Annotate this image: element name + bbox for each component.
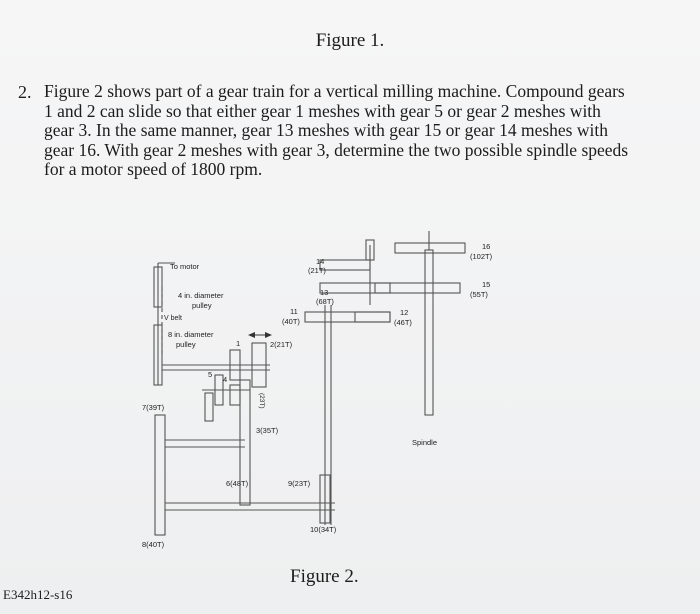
- label-gear-16-num: 16: [482, 242, 490, 251]
- label-gear-11-teeth: (40T): [282, 317, 300, 326]
- label-gear-5: 5: [208, 370, 212, 379]
- arrow-left-icon: [248, 332, 255, 338]
- label-spindle: Spindle: [412, 438, 437, 447]
- label-gear-16-teeth: (102T): [470, 252, 493, 261]
- label-gear-6: 6(48T): [226, 479, 249, 488]
- label-large-pulley: 8 in. diameter: [168, 330, 214, 339]
- gear-1: [229, 349, 241, 381]
- question-number: 2.: [18, 82, 32, 102]
- label-small-pulley-2: pulley: [192, 301, 212, 310]
- question-line: 1 and 2 can slide so that either gear 1 …: [44, 100, 601, 121]
- gear-train-diagram: To motor 4 in. diameter pulley V belt 8 …: [142, 231, 493, 549]
- label-v-belt: V belt: [164, 315, 182, 322]
- question-text: Figure 2 shows part of a gear train for …: [44, 81, 664, 180]
- label-gear-10: 10(34T): [310, 525, 337, 534]
- footer-code: E342h12-s16: [3, 587, 73, 602]
- label-gear-7: 7(39T): [142, 403, 165, 412]
- arrow-right-icon: [265, 332, 272, 338]
- label-gear-2: 2(21T): [270, 340, 293, 349]
- label-gear-12-num: 12: [400, 308, 408, 317]
- label-gear-3: 3(35T): [256, 426, 279, 435]
- gear-3-6-shaft: [239, 379, 251, 506]
- label-gear-11-num: 11: [290, 307, 298, 316]
- label-gear-9: 9(23T): [288, 479, 311, 488]
- label-gear-13-teeth: (68T): [316, 297, 334, 306]
- label-gear-13-num: 13: [320, 288, 328, 297]
- gear-11: [304, 311, 391, 323]
- large-pulley: [153, 324, 163, 386]
- label-gear-15-teeth: (55T): [470, 290, 488, 299]
- label-gear-4: 4: [223, 375, 227, 384]
- question-line: gear 16. With gear 2 meshes with gear 3,…: [44, 139, 629, 160]
- question-line: gear 3. In the same manner, gear 13 mesh…: [44, 120, 608, 140]
- label-gear-1: 1: [236, 339, 240, 348]
- gear-12: [354, 311, 391, 323]
- label-gear-15-num: 15: [482, 280, 490, 289]
- gear-16: [394, 242, 466, 254]
- label-gear-23t: (23T): [258, 393, 265, 409]
- spindle: [424, 249, 434, 416]
- shaft-top-collar: [365, 239, 375, 261]
- label-gear-8: 8(40T): [142, 540, 165, 549]
- figure1-caption: Figure 1.: [315, 30, 385, 51]
- label-gear-14-teeth: (21T): [308, 266, 326, 275]
- gear-13: [319, 282, 391, 294]
- question-line: Figure 2 shows part of a gear train for …: [44, 81, 625, 101]
- label-gear-14-num: 14: [316, 257, 324, 266]
- gear-15: [374, 282, 461, 294]
- gear-2: [251, 342, 267, 388]
- label-small-pulley: 4 in. diameter: [178, 291, 224, 300]
- question-line: for a motor speed of 1800 rpm.: [44, 159, 263, 179]
- gear-14: [319, 259, 371, 271]
- gear-7: [204, 392, 214, 422]
- label-to-motor: To motor: [170, 262, 200, 271]
- gear-8: [154, 414, 166, 536]
- label-large-pulley-2: pulley: [176, 340, 196, 349]
- gear-4: [229, 384, 241, 406]
- figure2-caption: Figure 2.: [290, 566, 359, 587]
- label-gear-12-teeth: (46T): [394, 318, 412, 327]
